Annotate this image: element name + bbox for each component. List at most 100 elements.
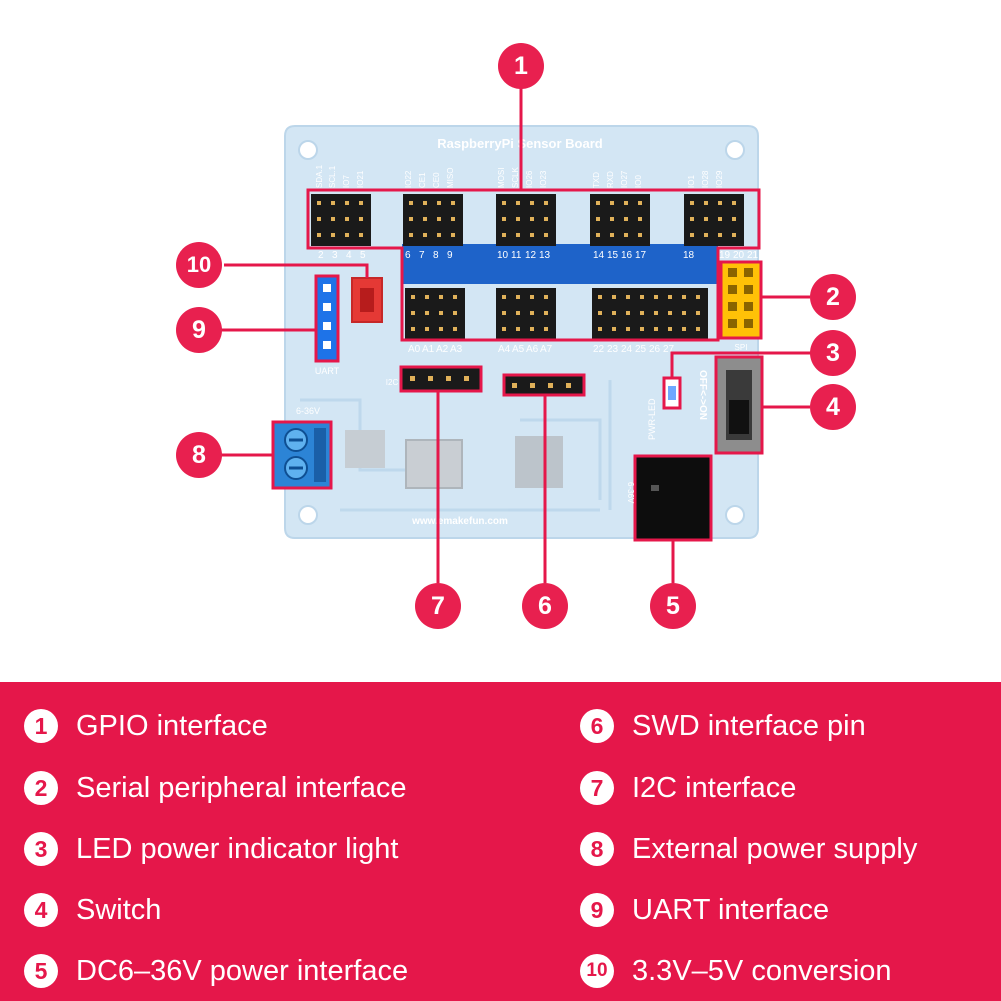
pin-number: 19 (719, 250, 731, 261)
pin-label: SCL.1 (328, 165, 337, 188)
website-label: www.emakefun.com (411, 516, 508, 527)
pin-number: 10 (497, 250, 509, 261)
spi-header (719, 260, 763, 340)
pin-number: 15 (607, 250, 619, 261)
pin-number: 16 (621, 250, 633, 261)
legend-text: SWD interface pin (632, 709, 866, 742)
pin-number: 20 (733, 250, 745, 261)
gpio-header-top (590, 194, 650, 246)
pin-number: 18 (683, 250, 695, 261)
legend-text: UART interface (632, 893, 830, 926)
callout-9: 9 (176, 307, 222, 353)
legend-text: Serial peripheral interface (76, 771, 407, 804)
chip-regulator (405, 439, 463, 489)
legend-item: 4 Switch (24, 890, 161, 930)
pin-number: 27 (663, 344, 675, 355)
callout-lines (218, 88, 812, 583)
pin-number: 17 (635, 250, 647, 261)
gpio-header-bottom (592, 288, 652, 340)
voltage-label: 6-36V (296, 406, 320, 416)
uart-header (314, 274, 340, 363)
pin-label: IO7 (342, 175, 351, 188)
gpio-header-top (311, 194, 371, 246)
pin-number: 8 (433, 250, 439, 261)
callout-5: 5 (650, 583, 696, 629)
legend-number: 4 (24, 893, 58, 927)
trace-band (402, 244, 718, 284)
pin-number: 24 (621, 344, 633, 355)
legend-text: GPIO interface (76, 709, 268, 742)
pin-number: A3 (450, 344, 463, 355)
callout-8: 8 (176, 432, 222, 478)
pin-number: A7 (540, 344, 553, 355)
pin-label: IO1 (687, 175, 696, 188)
legend-number: 10 (580, 954, 614, 988)
pin-label: TXD (592, 172, 601, 188)
gpio-header-top (403, 194, 463, 246)
legend-item: 3 LED power indicator light (24, 829, 398, 869)
chip-ic (515, 436, 563, 488)
pin-number: 25 (635, 344, 647, 355)
legend-number: 8 (580, 832, 614, 866)
legend-item: 2 Serial peripheral interface (24, 768, 406, 808)
pin-label: IO26 (525, 170, 534, 188)
legend-item: 5 DC6–36V power interface (24, 951, 408, 991)
pin-number: 6 (405, 250, 411, 261)
callout-10: 10 (176, 242, 222, 288)
dc-jack (633, 454, 713, 542)
callout-6: 6 (522, 583, 568, 629)
legend-number: 1 (24, 709, 58, 743)
gpio-header-bottom (648, 288, 708, 340)
pin-number: A5 (512, 344, 525, 355)
legend-item: 7 I2C interface (580, 768, 796, 808)
pwr-led-label: PWR-LED (647, 398, 657, 440)
callout-3: 3 (810, 330, 856, 376)
pin-number: A1 (422, 344, 435, 355)
gpio-top-headers (311, 194, 744, 246)
pin-label: IO21 (356, 170, 365, 188)
dc-label: 6-36V (626, 482, 635, 504)
pin-number: 9 (447, 250, 453, 261)
pin-number: 4 (346, 250, 352, 261)
legend-item: 8 External power supply (580, 829, 917, 869)
pin-label: IO23 (539, 170, 548, 188)
legend-number: 6 (580, 709, 614, 743)
pin-label: IO22 (404, 170, 413, 188)
legend-item: 10 3.3V–5V conversion (580, 951, 892, 991)
pin-label: IO27 (620, 170, 629, 188)
legend-text: DC6–36V power interface (76, 954, 409, 987)
legend-text: Switch (76, 893, 162, 926)
callout-4: 4 (810, 384, 856, 430)
pin-label: SCLK (511, 166, 520, 188)
switch-label: OFF<->ON (697, 370, 708, 420)
legend-panel: 1 GPIO interface 2 Serial peripheral int… (0, 682, 1001, 1001)
callout-7: 7 (415, 583, 461, 629)
pin-number: 12 (525, 250, 537, 261)
gpio-header-bottom (405, 288, 465, 340)
legend-item: 1 GPIO interface (24, 706, 268, 746)
pin-label: IO29 (715, 170, 724, 188)
legend-text: 3.3V–5V conversion (632, 954, 892, 987)
pin-number: 22 (593, 344, 605, 355)
pin-label: CE1 (418, 172, 427, 188)
spi-label: SPI (735, 343, 748, 352)
legend-number: 7 (580, 771, 614, 805)
pin-number: 7 (419, 250, 425, 261)
pin-label: MISO (446, 168, 455, 188)
pin-label: IO0 (634, 175, 643, 188)
legend-text: I2C interface (632, 771, 797, 804)
pin-number: 11 (511, 250, 522, 261)
legend-text: LED power indicator light (76, 832, 399, 865)
pin-number: A6 (526, 344, 539, 355)
gpio-bottom-headers (405, 288, 708, 340)
pin-label: RXD (606, 171, 615, 188)
pin-number: A0 (408, 344, 421, 355)
pin-label: IO28 (701, 170, 710, 188)
pin-number: 5 (360, 250, 366, 261)
pin-number: 13 (539, 250, 551, 261)
callout-1: 1 (498, 43, 544, 89)
pin-label: CE0 (432, 172, 441, 188)
